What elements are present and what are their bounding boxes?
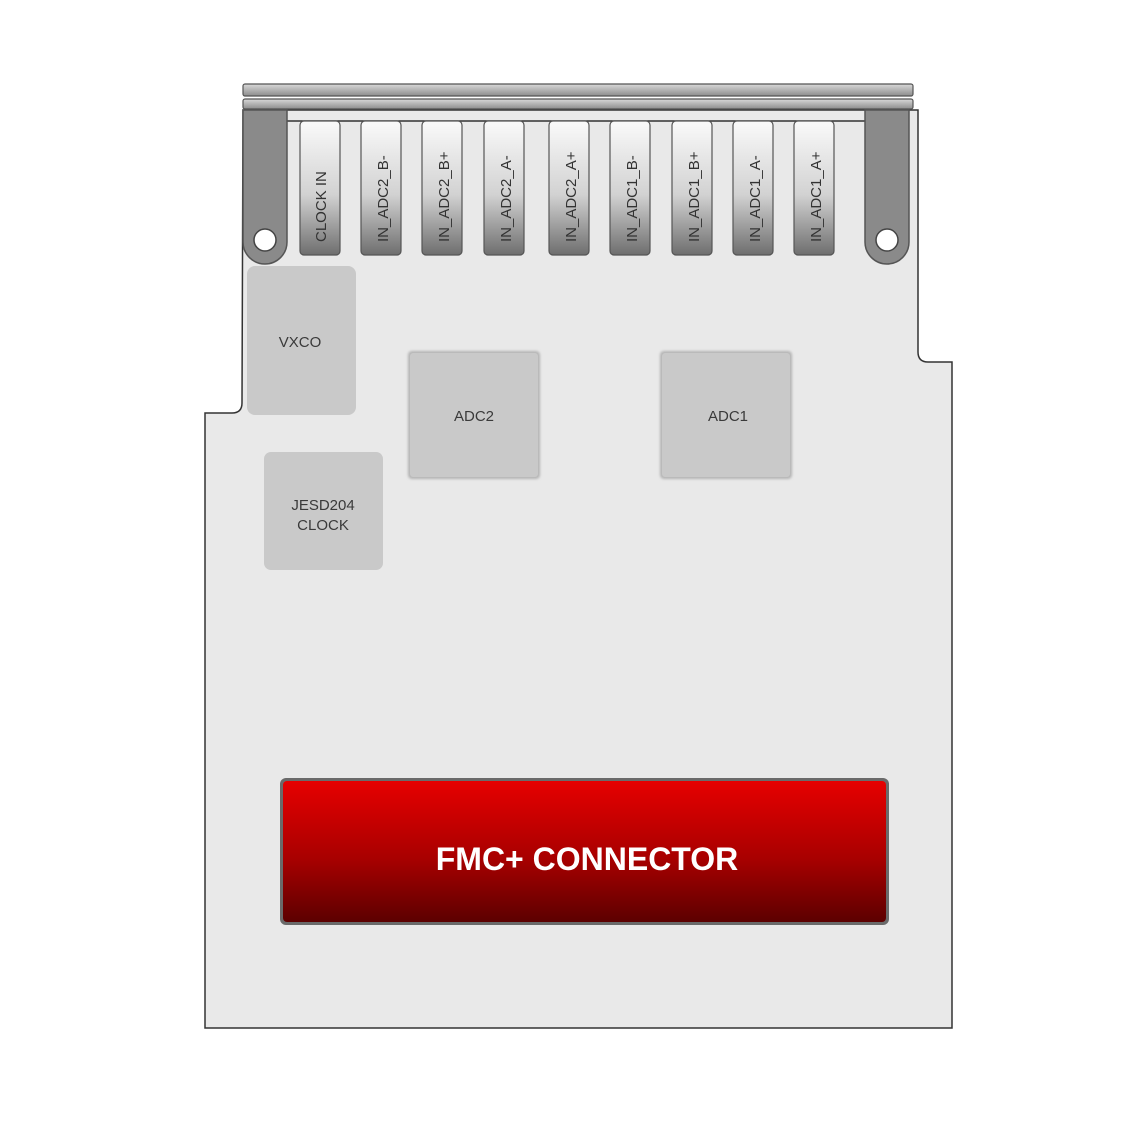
adc2-chip: ADC2	[408, 351, 540, 479]
sma-connector: IN_ADC1_A-	[732, 120, 774, 256]
jesd204-clock-label-line1: JESD204	[291, 497, 354, 514]
mounting-hole-icon	[253, 228, 277, 252]
sma-connector: IN_ADC2_A+	[548, 120, 590, 256]
sma-connector-label: CLOCK IN	[313, 171, 330, 242]
jesd204-clock-label-line2: CLOCK	[297, 517, 349, 534]
sma-connector: CLOCK IN	[299, 120, 341, 256]
vxco-chip: VXCO	[247, 266, 356, 415]
fmc-connector: FMC+ CONNECTOR	[280, 778, 889, 925]
fmc-connector-label: FMC+ CONNECTOR	[436, 841, 739, 877]
sma-connector: IN_ADC1_A+	[793, 120, 835, 256]
mounting-bracket-left	[242, 109, 288, 265]
sma-connector-label: IN_ADC2_B+	[436, 151, 453, 242]
sma-connector-label: IN_ADC1_A-	[747, 155, 764, 242]
sma-connector: IN_ADC2_A-	[483, 120, 525, 256]
vxco-label: VXCO	[279, 334, 322, 351]
sma-connector: IN_ADC2_B-	[360, 120, 402, 256]
sma-connector-label: IN_ADC2_B-	[375, 155, 392, 242]
mounting-bracket-right	[864, 109, 910, 265]
adc1-chip: ADC1	[660, 351, 792, 479]
sma-connector-label: IN_ADC2_A+	[563, 151, 580, 242]
adc1-label: ADC1	[708, 408, 748, 425]
front-panel-rail-top	[242, 83, 914, 97]
mounting-hole-icon	[875, 228, 899, 252]
sma-connector-label: IN_ADC1_B-	[624, 155, 641, 242]
sma-connector-label: IN_ADC1_A+	[808, 151, 825, 242]
sma-connector: IN_ADC2_B+	[421, 120, 463, 256]
front-panel-rail-bottom	[242, 98, 914, 110]
sma-connector-label: IN_ADC1_B+	[686, 151, 703, 242]
sma-connector-label: IN_ADC2_A-	[498, 155, 515, 242]
adc2-label: ADC2	[454, 408, 494, 425]
sma-connector: IN_ADC1_B+	[671, 120, 713, 256]
sma-connector: IN_ADC1_B-	[609, 120, 651, 256]
jesd204-clock-chip: JESD204 CLOCK	[264, 452, 383, 570]
